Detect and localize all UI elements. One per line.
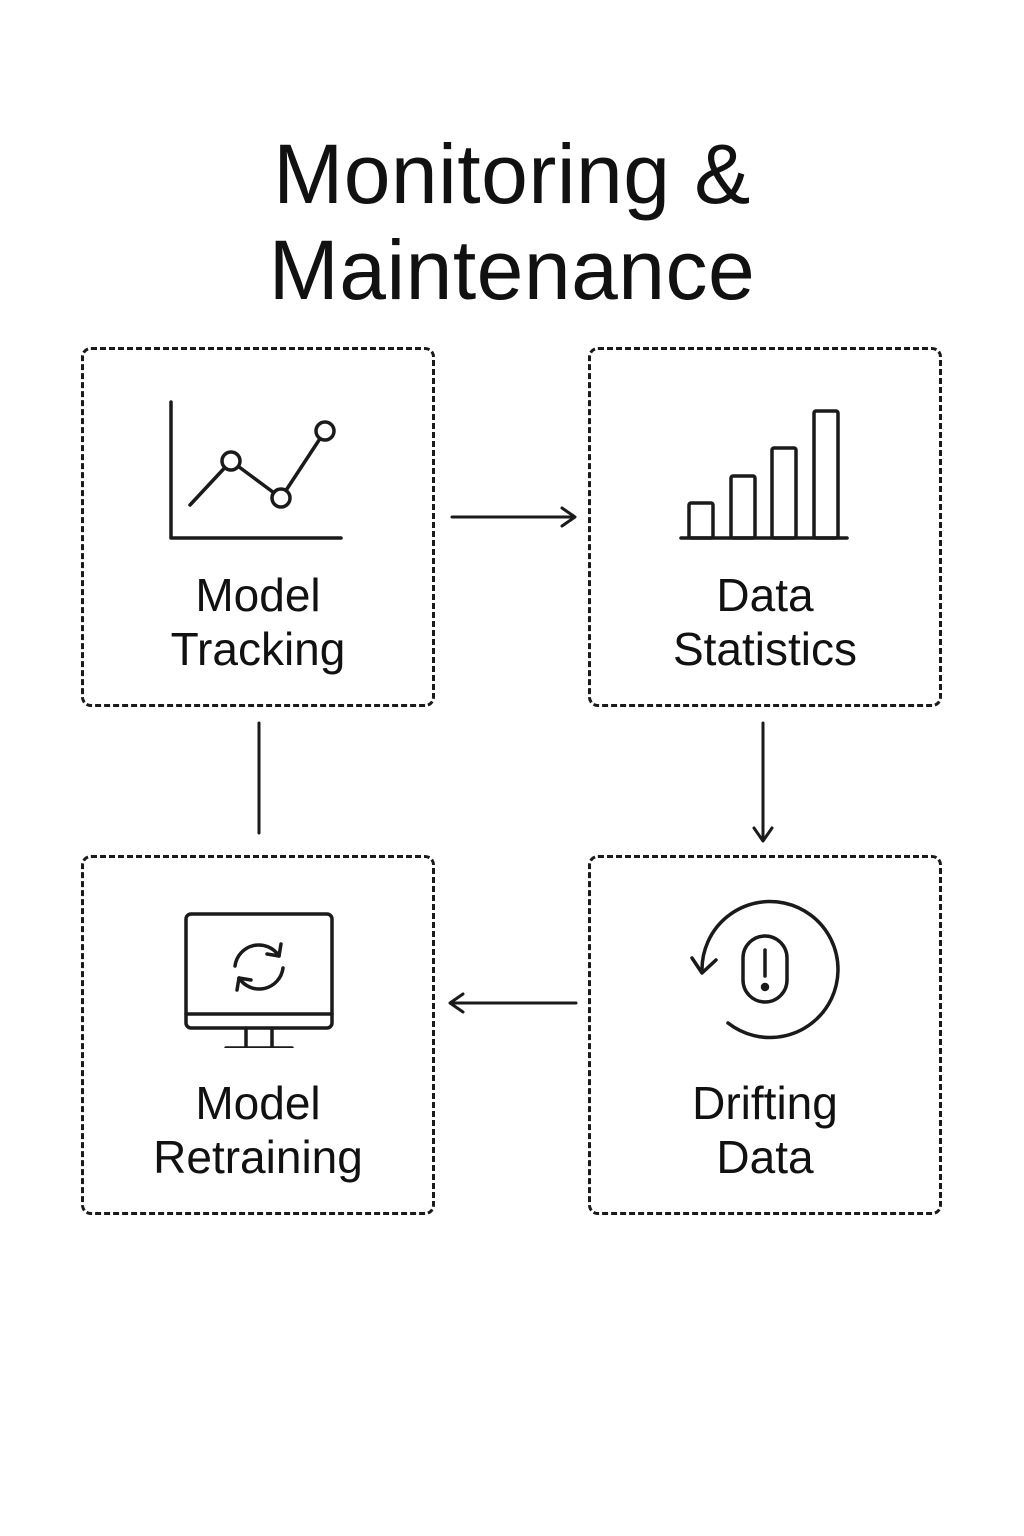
- line-chart-icon: [84, 390, 432, 550]
- title-line-1: Monitoring &: [273, 127, 751, 222]
- node-label: Drifting Data: [591, 1076, 939, 1184]
- node-model-retraining: Model Retraining: [81, 855, 435, 1215]
- node-data-statistics: Data Statistics: [588, 347, 942, 707]
- node-drifting-data: Drifting Data: [588, 855, 942, 1215]
- node-label-line-2: Statistics: [672, 623, 858, 675]
- node-label-line-1: Model: [195, 1077, 321, 1129]
- node-label-line-1: Drifting: [692, 1077, 838, 1129]
- node-label-line-2: Retraining: [153, 1131, 363, 1183]
- node-label-line-2: Data: [716, 1131, 814, 1183]
- arrow-drifting-to-retraining: [448, 992, 578, 1014]
- alert-cycle-icon: [591, 898, 939, 1058]
- page-title: Monitoring & Maintenance: [0, 126, 1024, 318]
- node-label: Model Tracking: [84, 568, 432, 676]
- arrow-tracking-to-statistics: [450, 506, 577, 528]
- node-label-line-1: Data: [716, 569, 814, 621]
- bar-chart-icon: [591, 390, 939, 550]
- node-label-line-1: Model: [195, 569, 321, 621]
- title-line-2: Maintenance: [268, 223, 756, 318]
- node-label-line-2: Tracking: [170, 623, 346, 675]
- node-label: Model Retraining: [84, 1076, 432, 1184]
- arrow-statistics-to-drifting: [752, 721, 774, 843]
- monitor-refresh-icon: [84, 898, 432, 1058]
- node-label: Data Statistics: [591, 568, 939, 676]
- node-model-tracking: Model Tracking: [81, 347, 435, 707]
